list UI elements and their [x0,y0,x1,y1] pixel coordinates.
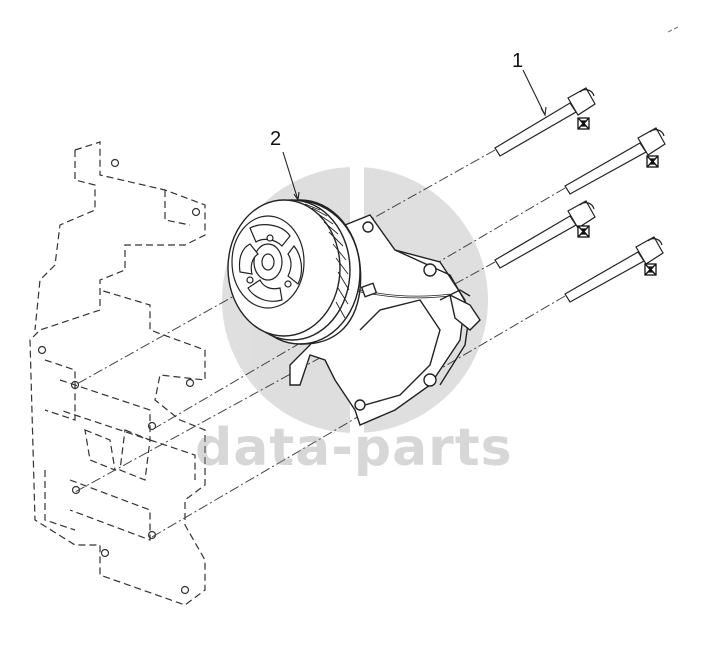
replace-marker-icons [577,117,659,276]
watermark-text: data-parts [195,418,513,478]
bolt-2 [564,127,666,195]
corner-mark [667,26,679,33]
bolt-1 [494,87,596,157]
replace-marker-icon [577,117,590,130]
mounting-bracket [29,141,206,606]
leader-lines [282,69,547,202]
ac-compressor [289,214,481,426]
clutch-hub [231,215,305,309]
callout-1: 1 [512,50,524,72]
replace-marker-icon [577,225,590,238]
bolt-3 [494,200,596,269]
bolt-4 [564,236,664,303]
replace-marker-icon [644,263,657,276]
bracket-bolt-holes [37,158,201,595]
replace-marker-icon [646,155,659,168]
callout-2: 2 [270,128,282,150]
